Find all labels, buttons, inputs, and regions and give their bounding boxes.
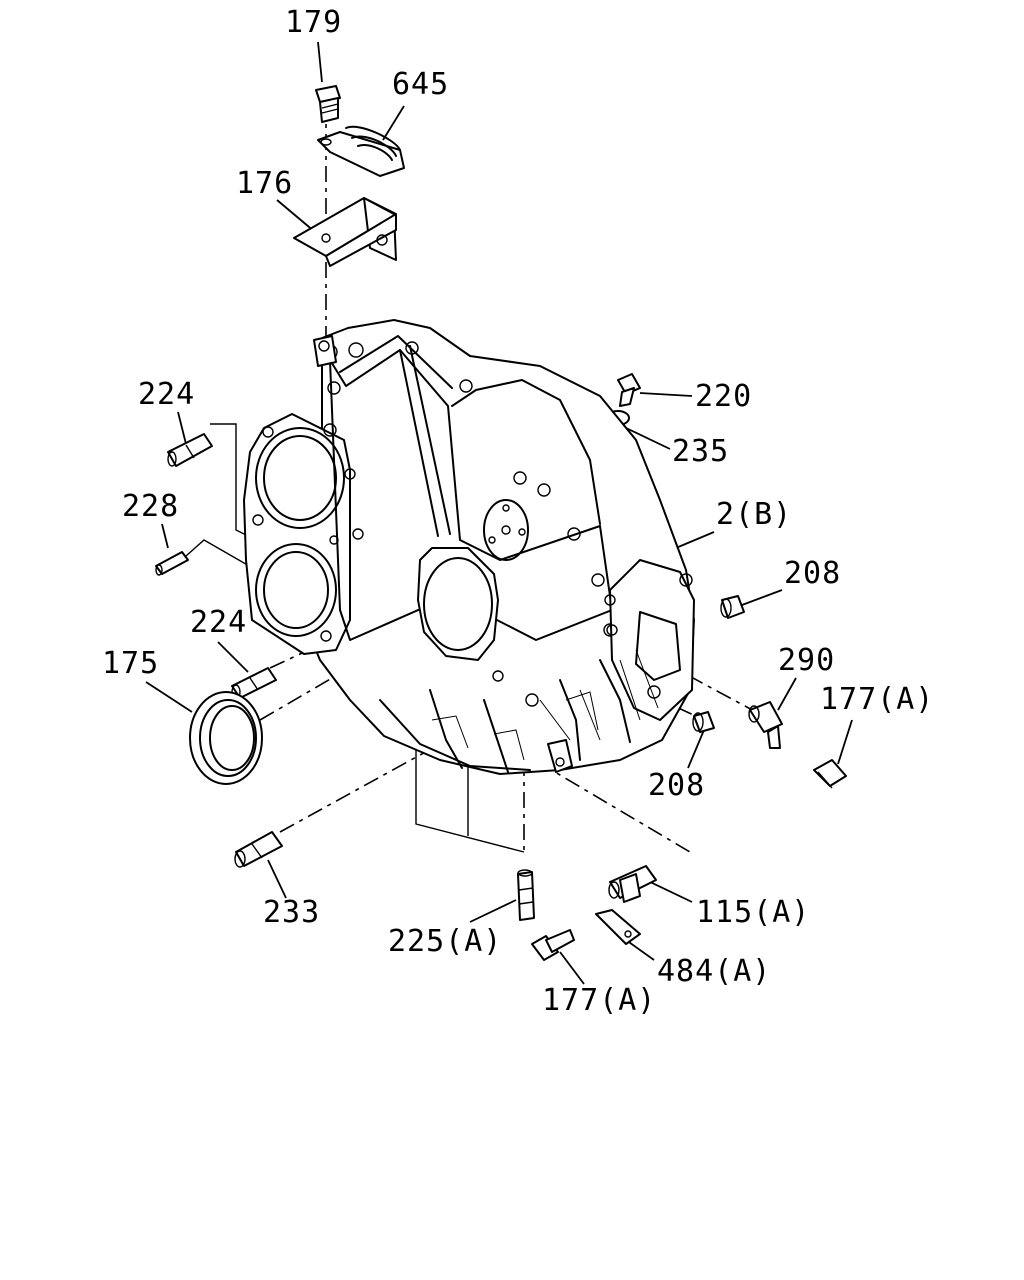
stud-224-top bbox=[167, 433, 213, 467]
callout-220: 220 bbox=[695, 379, 752, 414]
callout-177a-bottom: 177(A) bbox=[542, 983, 656, 1018]
bracket-176 bbox=[293, 197, 397, 267]
sensor-115a bbox=[608, 865, 657, 903]
clip-645 bbox=[317, 125, 405, 177]
callout-177a-right: 177(A) bbox=[820, 682, 934, 717]
callout-labels: 179 645 176 220 235 224 228 2(B) 208 224… bbox=[102, 5, 934, 1018]
flywheel-housing-2b bbox=[243, 319, 695, 775]
callout-176: 176 bbox=[236, 166, 293, 201]
callout-208-right: 208 bbox=[784, 556, 841, 591]
callout-235: 235 bbox=[672, 434, 729, 469]
bracket-484a bbox=[595, 909, 641, 945]
bolt-177a-bottom bbox=[531, 929, 575, 961]
bolt-220 bbox=[617, 373, 641, 407]
callout-175: 175 bbox=[102, 646, 159, 681]
callout-225a: 225(A) bbox=[388, 924, 502, 959]
callout-645: 645 bbox=[392, 67, 449, 102]
callout-224-mid: 224 bbox=[190, 605, 247, 640]
bolt-177a-right bbox=[813, 759, 847, 789]
bolt-179 bbox=[315, 85, 341, 123]
callout-290: 290 bbox=[778, 643, 835, 678]
plug-208-right bbox=[720, 595, 745, 619]
callout-228: 228 bbox=[122, 489, 179, 524]
fitting-290 bbox=[748, 701, 783, 749]
stud-233 bbox=[234, 831, 283, 868]
callout-484a: 484(A) bbox=[657, 954, 771, 989]
callout-208-lower: 208 bbox=[648, 768, 705, 803]
oil-seal-175 bbox=[189, 691, 263, 785]
callout-115a: 115(A) bbox=[696, 895, 810, 930]
callout-233: 233 bbox=[263, 895, 320, 930]
stud-225a bbox=[517, 869, 535, 921]
plug-208-lower bbox=[692, 711, 715, 733]
stud-228 bbox=[155, 551, 189, 576]
callout-224-top: 224 bbox=[138, 377, 195, 412]
callout-2b: 2(B) bbox=[716, 497, 792, 532]
callout-179: 179 bbox=[285, 5, 342, 40]
